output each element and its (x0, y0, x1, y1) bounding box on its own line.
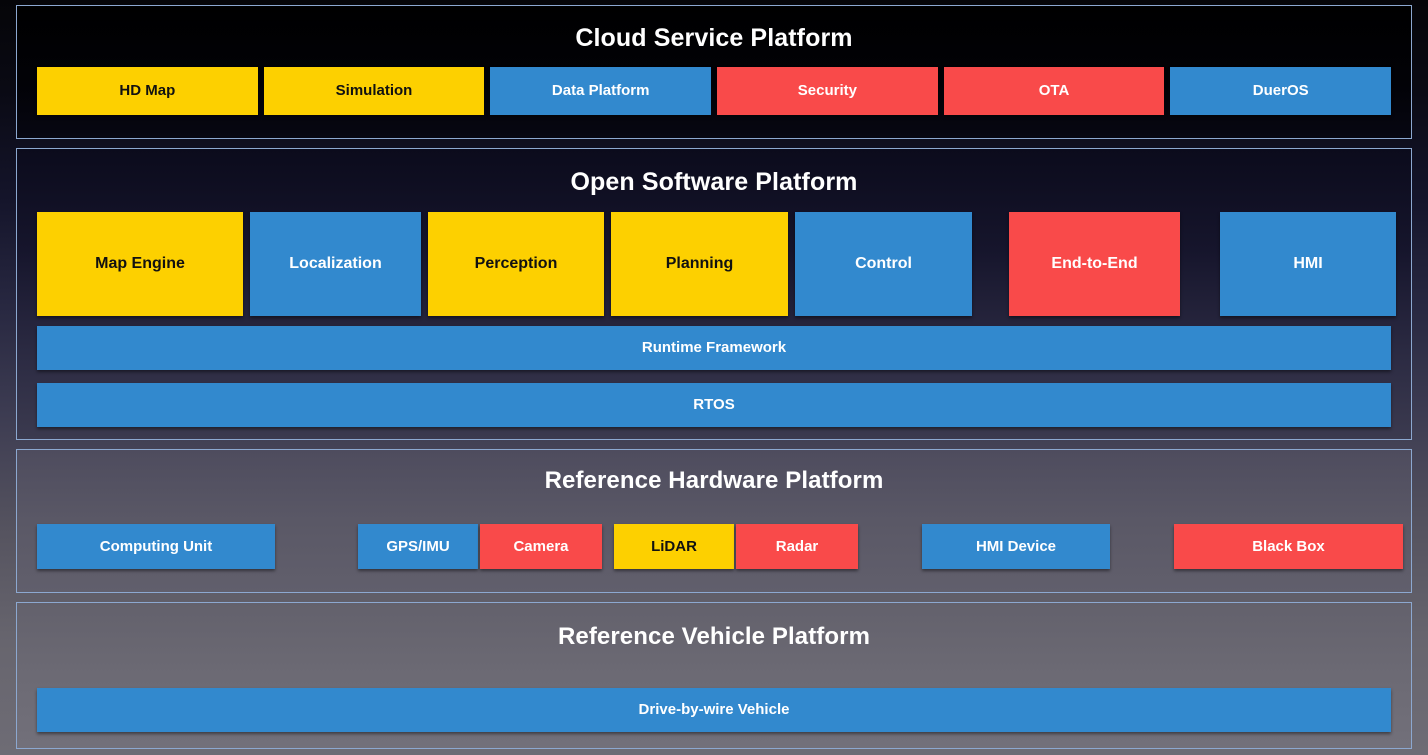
software-bar-stack: Runtime Framework RTOS (37, 326, 1391, 427)
panel-title-software: Open Software Platform (570, 168, 858, 196)
vehicle-item-drive-by-wire[interactable]: Drive-by-wire Vehicle (37, 688, 1391, 732)
cloud-item-data-platform[interactable]: Data Platform (490, 67, 712, 115)
hardware-item-hmi-device[interactable]: HMI Device (922, 524, 1110, 569)
hardware-item-row: Computing Unit GPS/IMU Camera LiDAR Rada… (37, 524, 1403, 569)
panel-title-hardware: Reference Hardware Platform (544, 467, 884, 494)
hardware-item-radar[interactable]: Radar (736, 524, 858, 569)
panel-title-vehicle: Reference Vehicle Platform (557, 623, 871, 650)
software-item-row: Map Engine Localization Perception Plann… (37, 212, 1396, 316)
layer-panel-software: Open Software Platform Map Engine Locali… (16, 148, 1412, 440)
software-bar-rtos[interactable]: RTOS (37, 383, 1391, 427)
cloud-item-row: HD Map Simulation Data Platform Security… (37, 67, 1392, 115)
hardware-item-gps-imu[interactable]: GPS/IMU (358, 524, 478, 569)
software-bar-runtime-framework[interactable]: Runtime Framework (37, 326, 1391, 370)
cloud-item-security[interactable]: Security (717, 67, 938, 115)
hardware-item-camera[interactable]: Camera (480, 524, 602, 569)
hardware-item-computing-unit[interactable]: Computing Unit (37, 524, 275, 569)
hardware-item-lidar[interactable]: LiDAR (614, 524, 734, 569)
cloud-item-simulation[interactable]: Simulation (263, 67, 485, 115)
cloud-item-dueros[interactable]: DuerOS (1170, 67, 1392, 115)
layer-panel-cloud: Cloud Service Platform HD Map Simulation… (16, 5, 1412, 139)
hardware-item-black-box[interactable]: Black Box (1174, 524, 1403, 569)
cloud-item-hd-map[interactable]: HD Map (37, 67, 258, 115)
software-item-map-engine[interactable]: Map Engine (37, 212, 243, 316)
software-item-control[interactable]: Control (795, 212, 972, 316)
layer-panel-vehicle: Reference Vehicle Platform Drive-by-wire… (16, 602, 1412, 749)
panel-title-cloud: Cloud Service Platform (575, 24, 853, 52)
software-item-localization[interactable]: Localization (250, 212, 421, 316)
software-item-planning[interactable]: Planning (611, 212, 788, 316)
software-item-end-to-end[interactable]: End-to-End (1009, 212, 1180, 316)
software-item-hmi[interactable]: HMI (1220, 212, 1396, 316)
software-item-perception[interactable]: Perception (428, 212, 604, 316)
vehicle-item-row: Drive-by-wire Vehicle (37, 688, 1391, 732)
layer-panel-hardware: Reference Hardware Platform Computing Un… (16, 449, 1412, 593)
cloud-item-ota[interactable]: OTA (943, 67, 1165, 115)
architecture-diagram: Cloud Service Platform HD Map Simulation… (16, 5, 1412, 750)
